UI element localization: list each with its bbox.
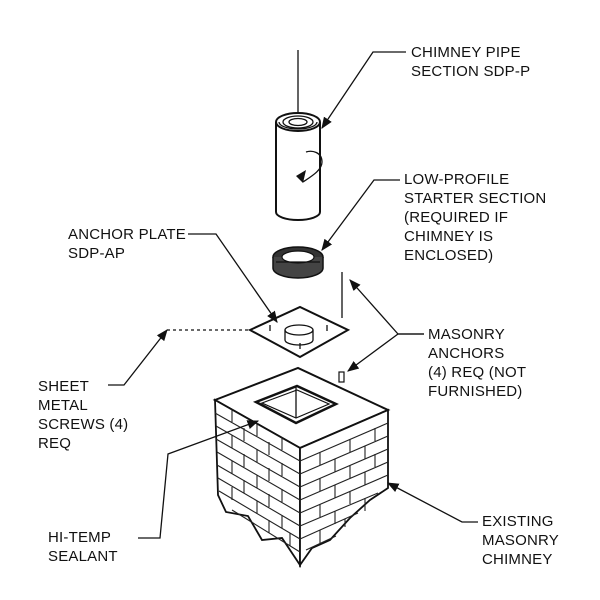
leader-starter-section (321, 179, 400, 251)
leader-sealant (138, 420, 260, 539)
leader-lines (108, 51, 478, 539)
chimney-pipe-section (275, 112, 323, 221)
masonry-chimney (212, 366, 391, 568)
starter-section (272, 246, 324, 279)
anchor-plate (247, 305, 351, 359)
masonry-anchor-pin-bottom (338, 371, 345, 383)
leader-existing-chimney (386, 482, 478, 523)
leader-chimney-pipe (321, 51, 406, 129)
leader-anchor-top (349, 279, 424, 335)
label-chimney-pipe: CHIMNEY PIPE SECTION SDP-P (411, 44, 531, 80)
label-starter-section: LOW-PROFILE STARTER SECTION (REQUIRED IF… (404, 171, 547, 264)
label-existing-chimney: EXISTING MASONRY CHIMNEY (482, 513, 559, 568)
label-sheet-metal-screws: SHEET METAL SCREWS (4) REQ (38, 378, 129, 452)
label-hi-temp-sealant: HI-TEMP SEALANT (48, 529, 118, 565)
label-masonry-anchors: MASONRY ANCHORS (4) REQ (NOT FURNISHED) (428, 326, 527, 400)
leader-anchor-plate (188, 233, 278, 323)
leader-screws (108, 329, 168, 386)
leader-anchor-bottom (347, 333, 424, 372)
rotation-arrow-icon (296, 170, 306, 183)
label-anchor-plate: ANCHOR PLATE SDP-AP (68, 226, 186, 262)
